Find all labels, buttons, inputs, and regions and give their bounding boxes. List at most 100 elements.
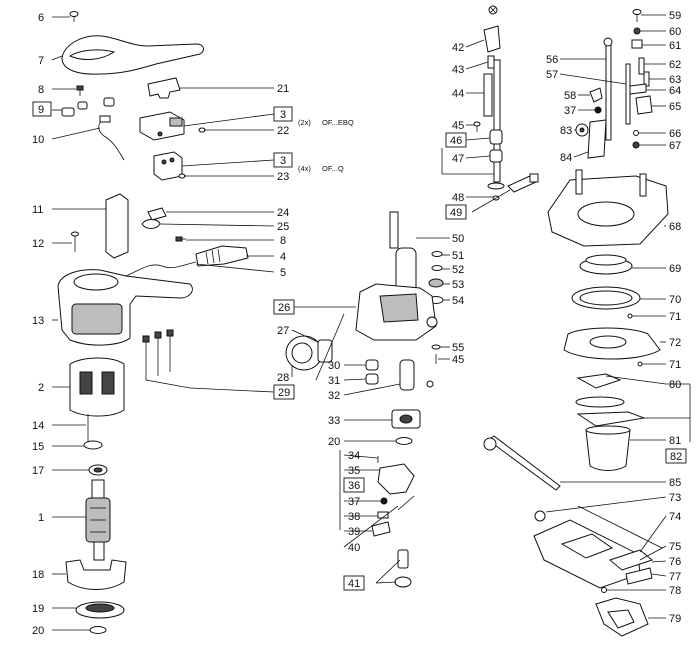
ring-52 bbox=[431, 265, 443, 271]
dust-hood-80 bbox=[575, 373, 646, 427]
ball-45b bbox=[426, 380, 434, 388]
callout-19: 19 bbox=[32, 603, 44, 615]
bracket-42 bbox=[483, 25, 501, 53]
knob-73 bbox=[534, 510, 546, 522]
callout-71b: 71 bbox=[669, 359, 681, 371]
screw-71b bbox=[637, 361, 643, 367]
sleeve-32 bbox=[399, 359, 415, 391]
ring-20b bbox=[395, 437, 413, 445]
nut-67 bbox=[632, 141, 640, 149]
callout-10: 10 bbox=[32, 134, 44, 146]
callout-40: 40 bbox=[348, 542, 360, 554]
ring-66 bbox=[633, 130, 639, 136]
depth-knob-83 bbox=[575, 123, 589, 137]
callout-35: 35 bbox=[348, 465, 360, 477]
field-coil-2 bbox=[69, 357, 125, 417]
callout-13: 13 bbox=[32, 315, 44, 327]
callout-14: 14 bbox=[32, 420, 44, 432]
callout-78: 78 bbox=[669, 585, 681, 597]
scale-84 bbox=[587, 119, 607, 159]
motor-housing-13 bbox=[57, 269, 193, 346]
ring-15 bbox=[83, 440, 103, 450]
cover-inset-7 bbox=[68, 49, 116, 60]
base-housing-26 bbox=[355, 283, 438, 341]
callout-74: 74 bbox=[669, 511, 681, 523]
chip-guard-81 bbox=[585, 425, 631, 471]
wrench-head-85 bbox=[483, 437, 497, 451]
switch-bracket-21 bbox=[147, 77, 181, 99]
bearing-17 bbox=[88, 464, 108, 476]
callout-73: 73 bbox=[669, 492, 681, 504]
column-50 bbox=[389, 211, 417, 293]
cable-plug-10 bbox=[99, 115, 111, 123]
knob-28 bbox=[285, 335, 333, 371]
callout-63: 63 bbox=[669, 74, 681, 86]
box-3b bbox=[273, 152, 293, 168]
screw-71a bbox=[627, 313, 633, 319]
washer-55 bbox=[431, 344, 441, 350]
fan-housing-18 bbox=[65, 559, 127, 590]
callout-49: 49 bbox=[450, 207, 462, 219]
nut-41 bbox=[394, 549, 412, 588]
callout-15: 15 bbox=[32, 441, 44, 453]
screw-8b bbox=[175, 236, 186, 242]
side-plate-11 bbox=[105, 193, 129, 259]
callout-9: 9 bbox=[38, 104, 44, 116]
base-pad-72 bbox=[563, 327, 661, 360]
box-36 bbox=[343, 477, 365, 493]
screw-12 bbox=[71, 231, 79, 252]
bar-64 bbox=[629, 83, 647, 95]
callout-18: 18 bbox=[32, 569, 44, 581]
callout-61: 61 bbox=[669, 40, 681, 52]
callout-38: 38 bbox=[348, 511, 360, 523]
callout-62: 62 bbox=[669, 59, 681, 71]
strain-relief-4 bbox=[195, 245, 249, 267]
callout-3a: 3 bbox=[280, 109, 286, 121]
pin-62 bbox=[638, 57, 645, 75]
screw-78 bbox=[601, 587, 607, 593]
callout-42: 42 bbox=[452, 42, 464, 54]
armature-1 bbox=[85, 479, 111, 561]
box-26 bbox=[273, 299, 295, 315]
qty-22: (2x) bbox=[298, 118, 311, 127]
callout-33: 33 bbox=[328, 415, 340, 427]
adjust-knob-top bbox=[488, 5, 498, 15]
ring-20 bbox=[89, 626, 107, 634]
callout-48: 48 bbox=[452, 192, 464, 204]
callout-23: 23 bbox=[277, 171, 289, 183]
switch-contact-9 bbox=[61, 97, 115, 117]
callout-41: 41 bbox=[348, 578, 360, 590]
depth-stop-35 bbox=[377, 463, 415, 495]
ring-70 bbox=[571, 286, 641, 310]
cable-5 bbox=[125, 261, 197, 277]
callout-59: 59 bbox=[669, 10, 681, 22]
callout-84: 84 bbox=[560, 152, 572, 164]
bush-30 bbox=[365, 359, 379, 371]
callout-28: 28 bbox=[277, 372, 289, 384]
box-29 bbox=[273, 384, 295, 400]
callout-81: 81 bbox=[669, 435, 681, 447]
callout-52: 52 bbox=[452, 264, 464, 276]
callout-1: 1 bbox=[38, 512, 44, 524]
callout-32: 32 bbox=[328, 390, 340, 402]
wrench-85 bbox=[487, 435, 561, 491]
callout-54: 54 bbox=[452, 295, 464, 307]
sleeve-61 bbox=[631, 39, 643, 49]
callout-12: 12 bbox=[32, 238, 44, 250]
callout-82: 82 bbox=[670, 451, 682, 463]
lever-49 bbox=[487, 173, 539, 193]
nut-60 bbox=[633, 27, 641, 35]
box-41 bbox=[343, 575, 365, 591]
callout-51: 51 bbox=[452, 250, 464, 262]
callout-64: 64 bbox=[669, 85, 681, 97]
bush-31 bbox=[365, 373, 379, 385]
box-3a bbox=[273, 106, 293, 122]
nut-37 bbox=[380, 497, 388, 505]
fan-19 bbox=[75, 601, 125, 619]
callout-6: 6 bbox=[38, 12, 44, 24]
callout-20b: 20 bbox=[328, 436, 340, 448]
callout-45b: 45 bbox=[452, 354, 464, 366]
sleeve-47 bbox=[489, 129, 503, 163]
spindle-shaft bbox=[493, 59, 501, 183]
